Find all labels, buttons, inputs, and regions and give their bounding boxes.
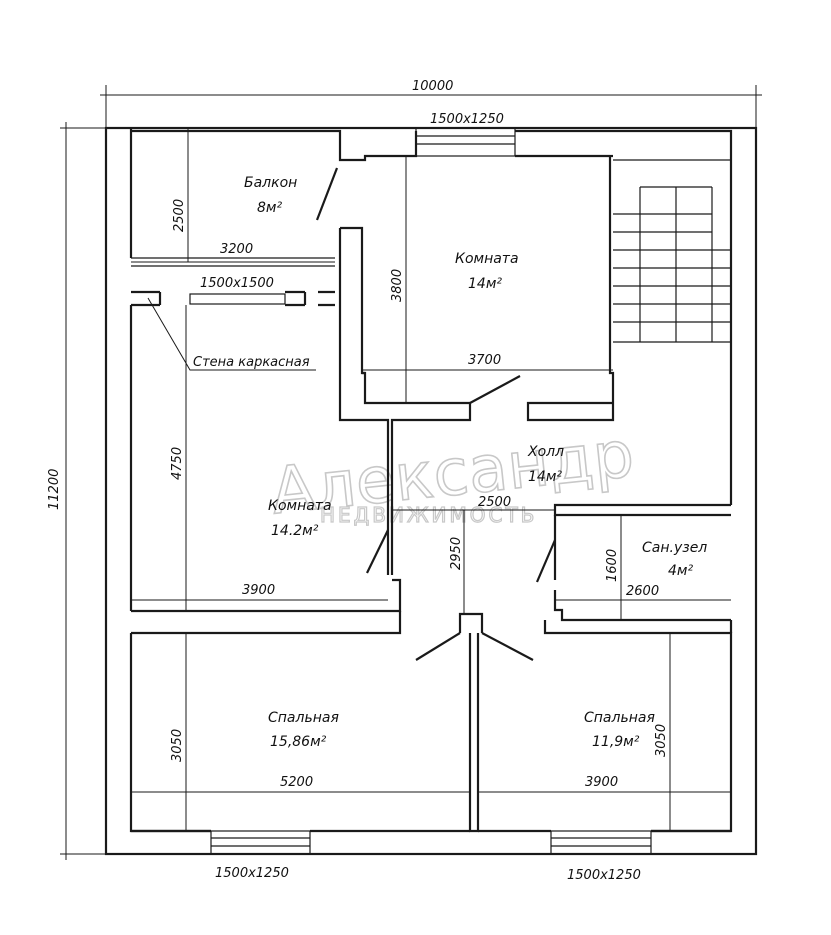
dim-room-top-h: 3700 — [468, 353, 501, 368]
door-balcony — [315, 167, 339, 221]
room-top-area: 14м² — [468, 276, 502, 292]
watermark: Александр НЕДВИЖИМОСТЬ — [267, 417, 638, 530]
dim-bath-v: 1600 — [605, 549, 620, 582]
door-bed-right — [481, 632, 534, 661]
watermark-sub: НЕДВИЖИМОСТЬ — [320, 503, 537, 527]
room-bed-left-name: Спальная — [268, 710, 339, 726]
room-left-area: 14.2м² — [271, 523, 319, 539]
stair-steps — [613, 213, 731, 323]
dimension-lines — [60, 85, 762, 860]
dim-hall-v: 2950 — [449, 537, 464, 570]
window-bottom-right — [550, 830, 652, 855]
door-bath — [535, 539, 557, 583]
doors — [315, 167, 557, 661]
dim-bed-left-v: 3050 — [170, 729, 185, 762]
window-top — [415, 127, 516, 157]
dim-bed-left-h: 5200 — [280, 775, 313, 790]
room-balcony-name: Балкон — [244, 175, 297, 191]
room-bed-left-area: 15,86м² — [270, 734, 327, 750]
dim-hall-h: 2500 — [478, 495, 511, 510]
dim-overall-height: 11200 — [47, 469, 62, 510]
room-balcony-area: 8м² — [257, 200, 282, 216]
dim-balcony-h: 3200 — [220, 242, 253, 257]
dim-balcony-v: 2500 — [172, 199, 187, 232]
dim-room-top-v: 3800 — [390, 269, 405, 302]
room-hall-area: 14м² — [528, 469, 562, 485]
room-bath-name: Сан.узел — [642, 540, 707, 556]
room-bed-right-name: Спальная — [584, 710, 655, 726]
annotation-frame-wall: Стена каркасная — [193, 355, 310, 370]
door-room-top — [469, 375, 521, 404]
dim-bed-right-v: 3050 — [654, 724, 669, 757]
dim-window-bottom-right: 1500x1250 — [567, 868, 641, 883]
dim-overall-width: 10000 — [412, 79, 453, 94]
room-left-name: Комната — [268, 498, 332, 514]
dim-bed-right-h: 3900 — [585, 775, 618, 790]
dim-window-bottom-left: 1500x1250 — [215, 866, 289, 881]
dim-room-left-h: 3900 — [242, 583, 275, 598]
dim-window-balcony: 1500x1500 — [200, 276, 274, 291]
dimension-labels: 10000 11200 1500x1250 1500x1500 1500x125… — [47, 79, 669, 883]
room-bath-area: 4м² — [668, 563, 693, 579]
door-bed-left — [415, 632, 461, 661]
dim-room-left-v: 4750 — [170, 447, 185, 480]
room-labels: Балкон 8м² Комната 14м² Комната 14.2м² Х… — [193, 175, 707, 750]
room-top-name: Комната — [455, 251, 519, 267]
room-hall-name: Холл — [527, 444, 564, 460]
dim-window-top: 1500x1250 — [430, 112, 504, 127]
windows — [210, 127, 652, 855]
door-room-left — [366, 529, 389, 574]
dim-bath-h: 2600 — [626, 584, 659, 599]
room-bed-right-area: 11,9м² — [592, 734, 640, 750]
window-bottom-left — [210, 830, 311, 855]
